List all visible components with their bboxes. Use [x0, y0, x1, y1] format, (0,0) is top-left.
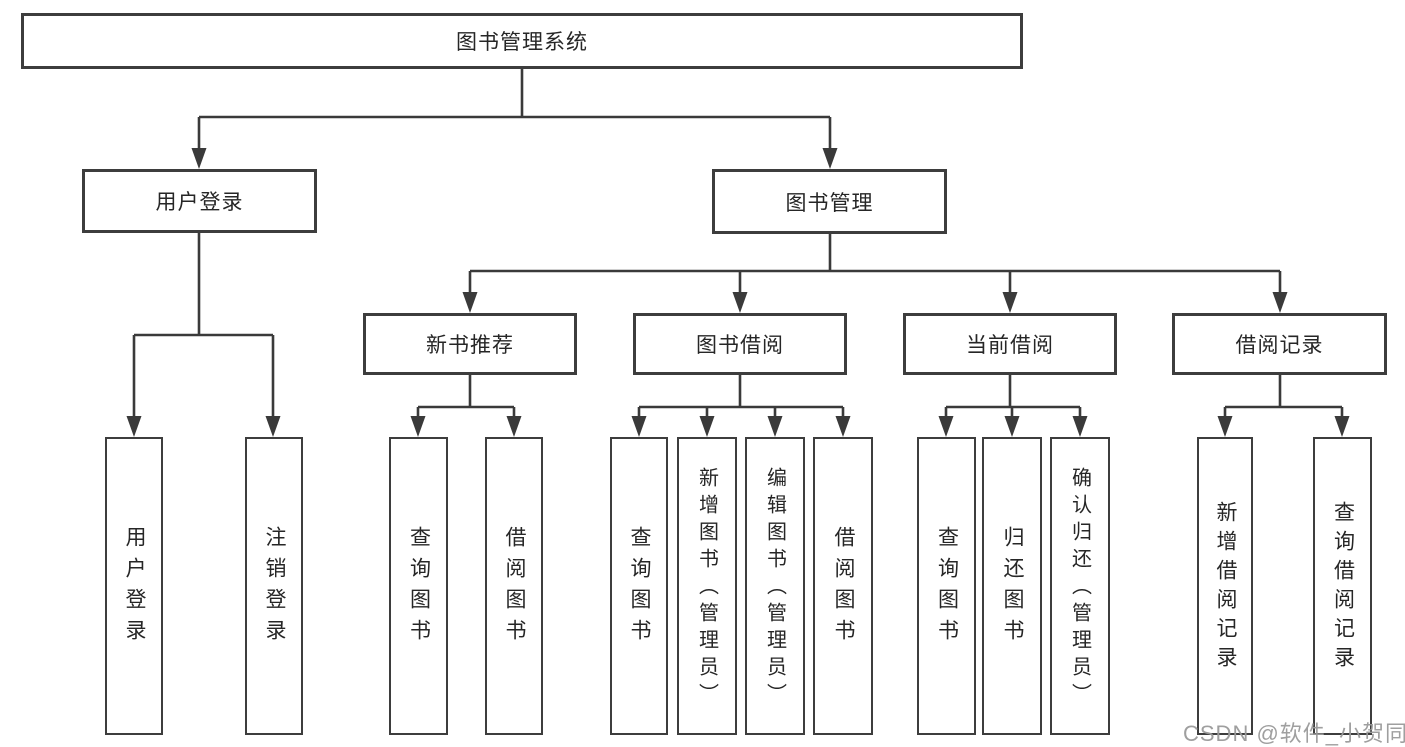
csdn-watermark: CSDN @软件_小贺同学 — [1183, 721, 1405, 746]
node-library-management-system: 图书管理系统 — [21, 13, 1023, 69]
leaf-logout: 注销登录 — [245, 437, 303, 735]
leaf-return-books: 归还图书 — [982, 437, 1042, 735]
leaf-edit-books-admin: 编辑图书（管理员） — [745, 437, 805, 735]
leaf-add-books-admin: 新增图书（管理员） — [677, 437, 737, 735]
leaf-add-borrow-record: 新增借阅记录 — [1197, 437, 1253, 735]
leaf-confirm-return-admin: 确认归还（管理员） — [1050, 437, 1110, 735]
leaf-borrow-books: 借阅图书 — [813, 437, 873, 735]
node-new-book-recommend: 新书推荐 — [363, 313, 577, 375]
node-current-borrow: 当前借阅 — [903, 313, 1117, 375]
node-user-login: 用户登录 — [82, 169, 317, 233]
leaf-user-login: 用户登录 — [105, 437, 163, 735]
leaf-recommend-borrow-books: 借阅图书 — [485, 437, 543, 735]
node-borrow-records: 借阅记录 — [1172, 313, 1387, 375]
leaf-query-borrow-record: 查询借阅记录 — [1313, 437, 1372, 735]
leaf-recommend-query-books: 查询图书 — [389, 437, 448, 735]
leaf-borrow-query-books: 查询图书 — [610, 437, 668, 735]
node-book-borrow: 图书借阅 — [633, 313, 847, 375]
node-book-management: 图书管理 — [712, 169, 947, 234]
leaf-current-query-books: 查询图书 — [917, 437, 976, 735]
